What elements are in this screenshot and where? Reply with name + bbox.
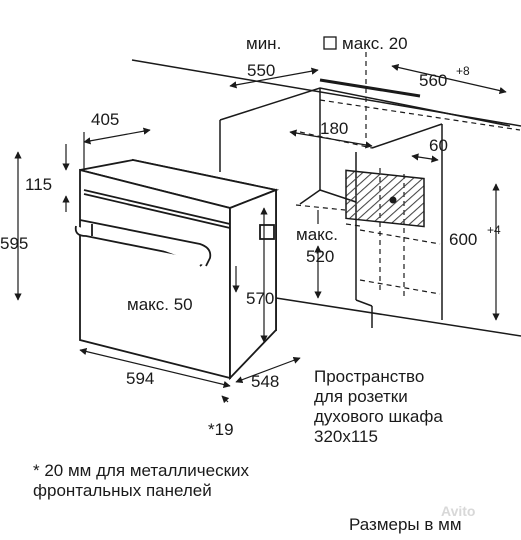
dim-550: 550 <box>247 61 275 80</box>
footnote-line-1: * 20 мм для металлических <box>33 461 250 480</box>
socket-marker <box>389 196 397 204</box>
label-min: мин. <box>246 34 281 53</box>
dimension-lines <box>14 63 507 404</box>
label-max20: макс. 20 <box>342 34 408 53</box>
caption-line-3: духового шкафа <box>314 407 443 426</box>
footnote-metal-panels: * 20 мм для металлических фронтальных па… <box>33 461 249 501</box>
oven-body <box>79 158 280 381</box>
dim-115: 115 <box>25 175 52 194</box>
caption-line-4: 320x115 <box>314 427 378 446</box>
dim-595: 595 <box>0 234 28 253</box>
max20-checkbox-icon <box>323 36 337 50</box>
units-note: Размеры в мм <box>349 515 462 534</box>
caption-line-1: Пространство <box>314 367 425 386</box>
dim-594: 594 <box>126 369 154 388</box>
label-max50: макс. 50 <box>127 295 193 314</box>
dim-405: 405 <box>91 110 119 129</box>
dim-600: 600 <box>449 230 477 249</box>
avito-watermark: Avito <box>441 503 476 519</box>
footnote-line-2: фронтальных панелей <box>33 481 212 500</box>
footnote-marker-19: *19 <box>208 420 234 439</box>
dim-520: 520 <box>306 247 334 266</box>
caption-line-2: для розетки <box>314 387 408 406</box>
dim-180: 180 <box>320 119 348 138</box>
dim-560-sup: +8 <box>456 64 470 78</box>
dim-60: 60 <box>429 136 448 155</box>
socket-space-hatch <box>345 169 425 228</box>
label-max-520: макс. <box>296 225 338 244</box>
dim-570: 570 <box>246 289 274 308</box>
dim-548: 548 <box>251 372 279 391</box>
socket-space-caption: Пространство для розетки духового шкафа … <box>314 367 443 447</box>
dim-600-sup: +4 <box>487 223 501 237</box>
dim-560: 560 <box>419 71 447 90</box>
oven-handle <box>74 219 212 267</box>
